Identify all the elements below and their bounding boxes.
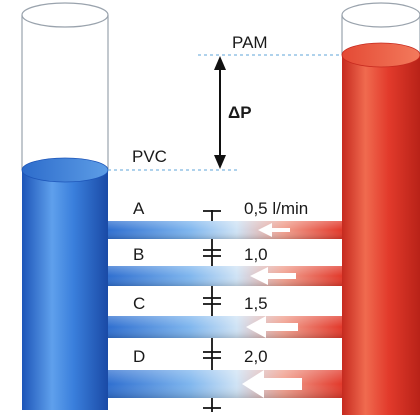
channel-b-flow: 1,0 <box>244 245 268 264</box>
flow-arrow-a-icon <box>258 223 290 237</box>
venous-glass-tube <box>21 15 109 170</box>
venous-reservoir <box>21 2 109 410</box>
venous-blood-column <box>22 170 108 410</box>
channel-a-letter: A <box>133 199 145 218</box>
delta-p-label: ΔP <box>228 103 252 122</box>
pam-label: PAM <box>232 33 268 52</box>
channel-d-letter: D <box>133 347 145 366</box>
flow-arrow-c-icon <box>246 316 298 338</box>
flow-arrow-d-icon <box>242 370 302 398</box>
arterial-blood-surface <box>341 42 420 68</box>
arterial-glass-tube <box>341 15 420 55</box>
flow-arrow-b-icon <box>250 267 296 285</box>
pipe-d <box>108 370 342 398</box>
channel-c-flow: 1,5 <box>244 294 268 313</box>
capacitor-symbol-icon <box>203 210 221 412</box>
channel-b-letter: B <box>133 245 144 264</box>
channel-c-letter: C <box>133 294 145 313</box>
pipe-b <box>108 266 342 286</box>
pvc-label: PVC <box>132 147 167 166</box>
arterial-reservoir <box>341 2 420 415</box>
venous-blood-surface <box>21 157 109 183</box>
pipe-a <box>108 221 342 239</box>
channel-d-flow: 2,0 <box>244 347 268 366</box>
arterial-blood-column <box>342 55 420 415</box>
channel-a-flow: 0,5 l/min <box>244 199 308 218</box>
pipe-c <box>108 316 342 338</box>
pressure-arrow-icon <box>214 56 226 169</box>
